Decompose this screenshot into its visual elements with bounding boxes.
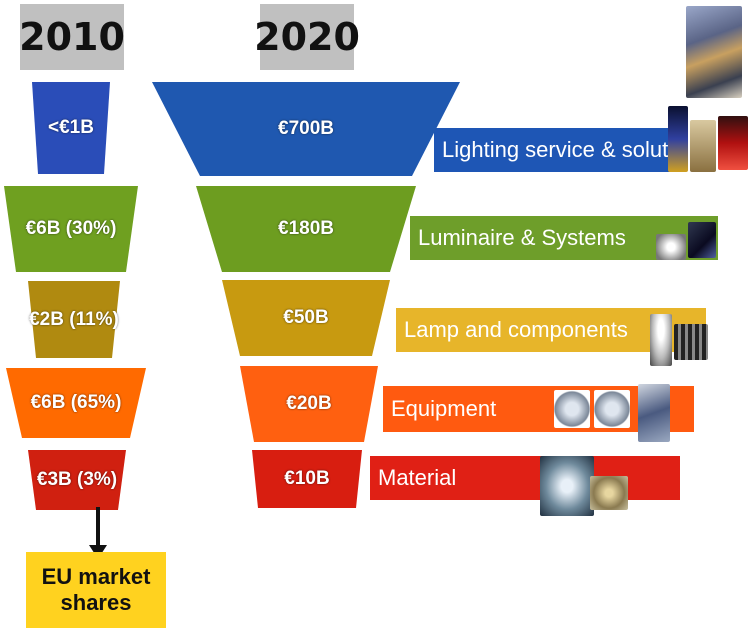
tier-2010-1-label: €6B (30%) <box>25 218 117 239</box>
tier-2010-4-shape <box>28 450 126 510</box>
tier-2010-2: €2B (11%) <box>28 281 120 358</box>
tier-2010-1: €6B (30%) <box>4 186 138 272</box>
tier-2010-0: <€1B <box>32 82 110 174</box>
led-bulb-photo <box>650 314 672 366</box>
building-night-photo <box>668 106 688 172</box>
eu-market-shares-box: EU market shares <box>26 552 166 628</box>
tier-2010-0-shape <box>32 82 110 174</box>
tier-2020-0: €700B <box>152 82 460 176</box>
tier-2020-4-label: €10B <box>284 468 330 489</box>
tier-2020-4-shape <box>252 450 362 508</box>
tier-2010-3-shape <box>6 368 146 438</box>
segment-bar-2-label: Lamp and components <box>404 317 628 342</box>
tier-2010-4: €3B (3%) <box>28 450 126 510</box>
tier-2020-2-shape <box>222 280 390 356</box>
statue-photo <box>690 120 716 172</box>
year-2020-header: 2020 <box>254 4 360 70</box>
tier-2020-1-shape <box>196 186 416 272</box>
tier-2020-1-label: €180B <box>278 218 334 239</box>
chips-photo <box>590 476 628 510</box>
tier-2010-0-label: <€1B <box>48 117 94 138</box>
tier-2010-2-shape <box>28 281 120 358</box>
tier-2010-1-shape <box>4 186 138 272</box>
wafer-photo-1 <box>554 390 590 428</box>
tier-2020-1: €180B <box>196 186 416 272</box>
tier-2020-2: €50B <box>222 280 390 356</box>
floodlight-photo <box>688 222 716 258</box>
segment-bar-0-label: Lighting service & solution <box>442 137 670 162</box>
tier-2020-3-label: €20B <box>286 393 332 414</box>
segment-bar-3-label: Equipment <box>391 396 497 421</box>
ceiling-lamp-photo <box>656 234 686 260</box>
tier-2010-3-label: €6B (65%) <box>30 392 122 413</box>
tier-2020-3: €20B <box>240 366 378 442</box>
arrow-shaft <box>96 507 100 549</box>
segment-bar-1-label: Luminaire & Systems <box>418 225 626 250</box>
crystal-photo <box>540 456 594 516</box>
wafer-photo-2 <box>594 390 630 428</box>
year-2010-header: 2010 <box>19 4 125 70</box>
machine-photo <box>638 384 670 442</box>
segment-bar-0: Lighting service & solution <box>434 128 670 172</box>
tier-2010-4-label: €3B (3%) <box>36 469 118 490</box>
tier-2020-0-shape <box>152 82 460 176</box>
segment-bar-4-label: Material <box>378 465 457 490</box>
tier-2010-3: €6B (65%) <box>6 368 146 438</box>
tier-2020-4: €10B <box>252 450 362 508</box>
led-module-photo <box>674 324 708 360</box>
eu-box-line1: EU market <box>41 563 151 589</box>
segment-bar-4: Material <box>370 456 680 500</box>
tier-2010-2-label: €2B (11%) <box>29 308 119 330</box>
tier-2020-3-shape <box>240 366 378 442</box>
eu-box-line2: shares <box>60 590 132 615</box>
city-traffic-photo <box>686 6 742 98</box>
tier-2020-2-label: €50B <box>283 307 329 328</box>
tier-2020-0-label: €700B <box>278 118 334 139</box>
bus-photo <box>718 116 748 170</box>
